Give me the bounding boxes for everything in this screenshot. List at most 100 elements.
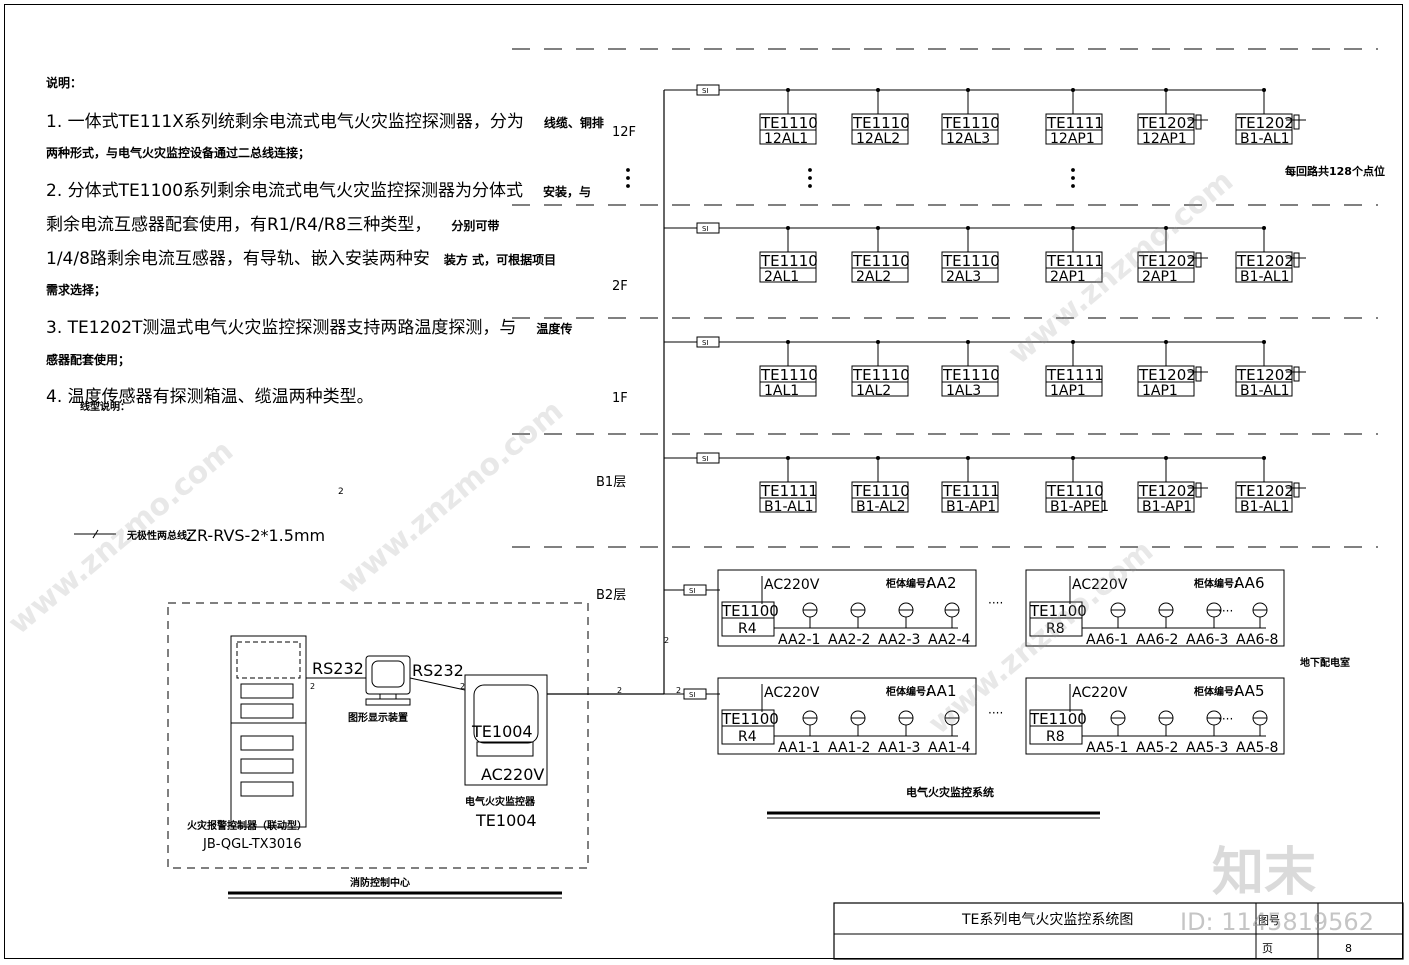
detector-model: TE1110 — [852, 114, 910, 132]
cabinet-id-label: 柜体编号： — [1193, 577, 1244, 590]
temp-sensor-icon — [1195, 366, 1202, 382]
bus-junction — [1071, 226, 1075, 230]
cabinet-id-label: 柜体编号： — [885, 685, 936, 698]
tx-module-model: TE1100 — [721, 710, 779, 728]
bus-mark-e: 2 — [676, 686, 681, 695]
panel-model: JB-QGL-TX3016 — [202, 837, 302, 852]
rs232-label-a: RS232 — [312, 659, 364, 678]
detector-model: TE1202 — [1138, 366, 1196, 384]
cabinet-power: AC220V — [1072, 577, 1128, 593]
notes-title: 说明： — [46, 76, 83, 90]
detector-box — [1045, 113, 1103, 145]
bus-junction — [1262, 456, 1266, 460]
circuit-ellipsis: ···· — [1218, 604, 1233, 618]
notes-line-1: 1. 一体式TE111X系列统剩余电流式电气火灾监控探测器，分为线缆、铜排 — [46, 112, 604, 132]
fig-no-label: 图号 — [1258, 914, 1280, 927]
tx-module-box — [721, 601, 775, 637]
detector-box — [1137, 481, 1195, 513]
detector-model: TE1202 — [1236, 252, 1294, 270]
detector-box — [1137, 251, 1195, 283]
detector-model: TE1111 — [942, 482, 1000, 500]
cabinet-id: AA6 — [1234, 574, 1264, 592]
circuit-label: AA2-1 — [778, 632, 820, 648]
detector-model: TE1111 — [1046, 252, 1104, 270]
tx-module-box — [721, 709, 775, 745]
notes-line-8: 感器配套使用； — [46, 353, 131, 367]
tx-module-model: TE1100 — [1029, 602, 1087, 620]
detector-box — [1045, 365, 1103, 397]
detector-code: 1AP1 — [1142, 383, 1178, 399]
detector-model: TE1110 — [760, 366, 818, 384]
watermark-id: ID: 1145819562 — [1180, 908, 1374, 936]
page-number: 8 — [1345, 942, 1352, 955]
bus-junction — [876, 456, 880, 460]
detector-code: B1-APE1 — [1050, 499, 1109, 515]
tx-module-model: TE1100 — [721, 602, 779, 620]
detector-code: B1-AL2 — [856, 499, 906, 515]
bus-mark-b: 2 — [460, 682, 465, 691]
detector-box — [1045, 251, 1103, 283]
bus-junction — [1164, 226, 1168, 230]
tx-module-model: TE1100 — [1029, 710, 1087, 728]
detector-box — [941, 251, 999, 283]
monitor-model: TE1004 — [471, 722, 533, 741]
circuit-label: AA5-1 — [1086, 740, 1128, 756]
detector-box — [851, 481, 909, 513]
bus-junction — [1262, 340, 1266, 344]
tx-module-type: R4 — [738, 729, 757, 745]
detector-model: TE1110 — [852, 252, 910, 270]
rs232-label-b: RS232 — [412, 661, 464, 680]
detector-model: TE1111 — [1046, 114, 1104, 132]
temp-sensor-icon — [1195, 252, 1202, 268]
cabinet-power: AC220V — [764, 577, 820, 593]
bus-junction — [1071, 88, 1075, 92]
detector-box — [1045, 481, 1103, 513]
drawing-frame — [4, 4, 1403, 959]
notes-line-2: 两种形式，与电气火灾监控设备通过二总线连接； — [46, 146, 311, 160]
bus-junction — [876, 88, 880, 92]
bus-junction — [1262, 88, 1266, 92]
detector-box — [941, 365, 999, 397]
circuit-ellipsis: ···· — [1218, 712, 1233, 726]
legend-value: ZR-RVS-2*1.5mm — [186, 526, 325, 545]
detector-box — [1235, 481, 1293, 513]
detector-box — [1137, 113, 1195, 145]
temp-sensor-icon — [1293, 114, 1300, 130]
floor-label: 2F — [612, 279, 628, 294]
detector-model: TE1110 — [852, 366, 910, 384]
detector-box — [1137, 365, 1195, 397]
floor-group: 2FSITE11102AL1TE11102AL2TE11102AL3TE1111… — [612, 222, 1306, 294]
circuit-label: AA6-1 — [1086, 632, 1128, 648]
cabinet-id-label: 柜体编号： — [885, 577, 936, 590]
detector-code: 2AL1 — [764, 269, 799, 285]
bus-junction — [876, 340, 880, 344]
detector-model: TE1110 — [852, 482, 910, 500]
bus-junction — [966, 340, 970, 344]
temp-sensor-icon — [1293, 252, 1300, 268]
bus-junction — [966, 226, 970, 230]
si-label: SI — [689, 691, 696, 699]
bus-junction — [1071, 456, 1075, 460]
display-label: 图形显示装置 — [348, 711, 408, 724]
points-note: 每回路共128个点位 — [1285, 164, 1385, 178]
detector-model: TE1111 — [1046, 366, 1104, 384]
temp-sensor-icon — [1195, 114, 1202, 130]
detector-code: B1-AL1 — [1240, 383, 1290, 399]
detector-model: TE1110 — [942, 252, 1000, 270]
display-monitor-icon — [365, 655, 411, 706]
cabinet-box — [717, 677, 977, 755]
bus-junction — [786, 456, 790, 460]
bus-junction — [786, 226, 790, 230]
tx-module-box — [1029, 709, 1083, 745]
circuit-label: AA6-2 — [1136, 632, 1178, 648]
detector-code: 2AP1 — [1142, 269, 1178, 285]
si-label: SI — [702, 339, 709, 347]
detector-model: TE1110 — [760, 114, 818, 132]
detector-code: 12AL3 — [946, 131, 990, 147]
temp-sensor-icon — [1293, 366, 1300, 382]
cabinet-ellipsis: ···· — [988, 596, 1003, 610]
detector-box — [851, 113, 909, 145]
cabinet-ellipsis: ···· — [988, 706, 1003, 720]
